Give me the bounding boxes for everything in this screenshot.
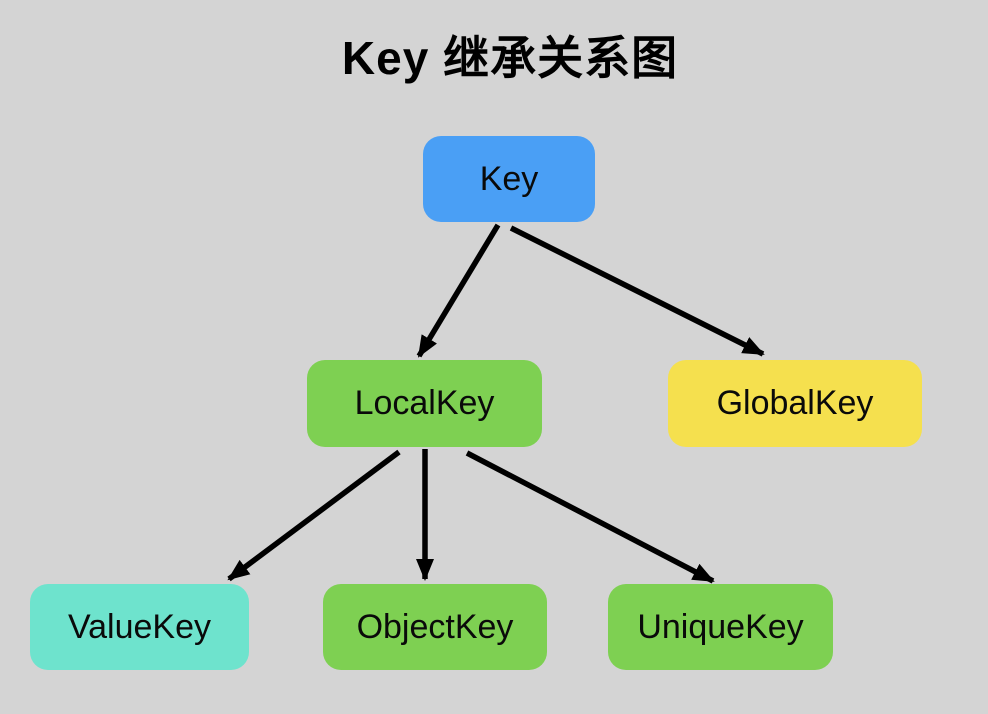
node-valuekey: ValueKey [30,584,249,670]
arrow-localkey-to-uniquekey [465,450,715,584]
node-objectkey: ObjectKey [323,584,547,670]
arrow-key-to-globalkey [509,225,765,357]
node-uniquekey: UniqueKey [608,584,833,670]
node-label: UniqueKey [637,607,804,646]
node-localkey: LocalKey [307,360,542,447]
node-label: Key [479,159,539,198]
node-key: Key [423,136,595,222]
arrow-localkey-to-valuekey [227,449,401,582]
diagram-title: Key 继承关系图 [341,32,679,84]
node-globalkey: GlobalKey [668,360,922,447]
arrow-key-to-localkey [416,223,501,358]
node-label: LocalKey [354,384,495,422]
node-label: ValueKey [67,607,212,646]
node-label: GlobalKey [716,384,874,422]
node-label: ObjectKey [356,607,514,646]
